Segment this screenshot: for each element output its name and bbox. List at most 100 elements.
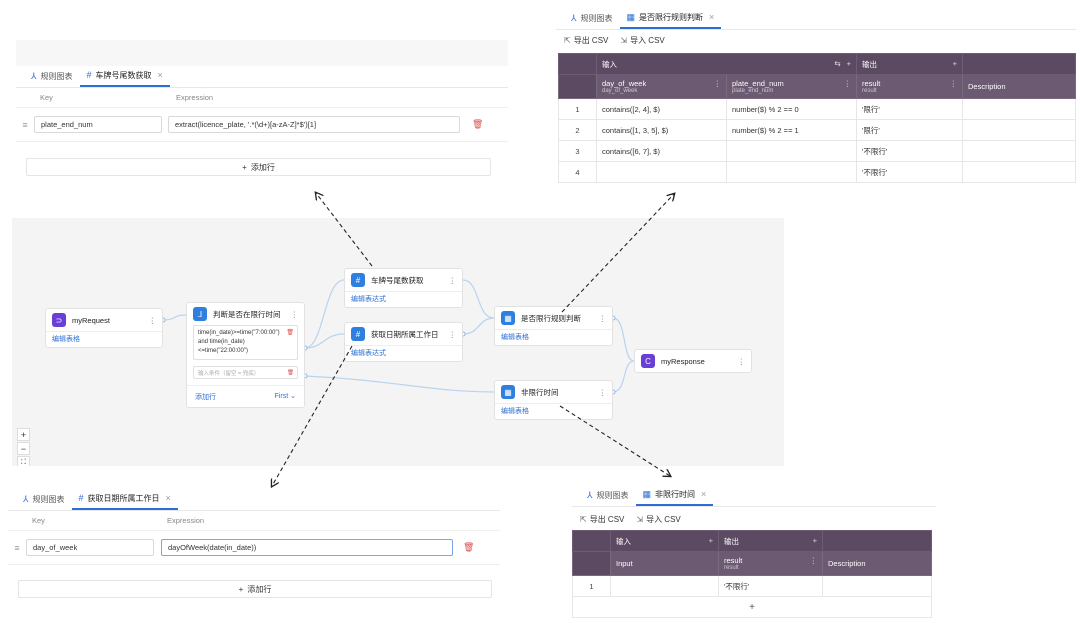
key-input[interactable]: plate_end_num	[34, 116, 162, 133]
table-cell[interactable]: '不限行'	[856, 140, 963, 162]
expression-row: ≡ day_of_week dayOfWeek(date(in_date)) 🗑	[8, 531, 500, 565]
node-limit-table[interactable]: ▦是否限行规则判断⋮ 编辑表格	[494, 306, 613, 346]
close-icon[interactable]: ×	[165, 493, 171, 503]
column-header[interactable]: Description	[962, 74, 1076, 99]
table-cell[interactable]	[962, 161, 1076, 183]
tab-weekday-expression[interactable]: #获取日期所属工作日×	[71, 488, 178, 510]
more-icon[interactable]: ⋮	[737, 356, 746, 366]
export-csv-button[interactable]: ⇱导出 CSV	[580, 514, 625, 524]
more-icon[interactable]: ⋮	[598, 313, 607, 323]
table-cell[interactable]	[610, 575, 719, 597]
table-cell[interactable]	[962, 119, 1076, 141]
add-input-icon[interactable]: +	[708, 535, 713, 545]
tab-rule-graph[interactable]: ⅄规则图表	[571, 12, 613, 23]
fit-view-icon[interactable]: ⛶	[17, 456, 30, 466]
drag-handle-icon[interactable]: ≡	[22, 119, 28, 130]
tab-rule-graph[interactable]: ⅄规则图表	[23, 493, 65, 504]
add-output-icon[interactable]: +	[812, 535, 817, 545]
table-cell[interactable]	[962, 140, 1076, 162]
condition-input[interactable]: time(in_date)>=time("7:00:00") and time(…	[193, 325, 298, 360]
node-switch-time[interactable]: ⅃判断是否在限行时间⋮ time(in_date)>=time("7:00:00…	[186, 302, 305, 408]
table-cell[interactable]: '不限行'	[856, 161, 963, 183]
tab-limit-table[interactable]: ▦是否限行规则判断×	[619, 7, 722, 29]
column-header[interactable]: Input	[610, 551, 719, 576]
add-output-icon[interactable]: +	[952, 58, 957, 68]
node-weekday-expression[interactable]: #获取日期所属工作日⋮ 编辑表达式	[344, 322, 463, 362]
edit-table-link[interactable]: 编辑表格	[495, 403, 612, 417]
table-cell[interactable]: contains([2, 4], $)	[596, 98, 727, 120]
weekday-tabs: ⅄规则图表 #获取日期所属工作日×	[8, 489, 500, 511]
more-icon[interactable]: ⋮	[148, 315, 157, 325]
condition-fallback-input[interactable]: 输入条件（留空 = 兜底） 🗑	[193, 366, 298, 379]
edit-table-link[interactable]: 编辑表格	[495, 329, 612, 343]
edit-expression-link[interactable]: 编辑表达式	[345, 291, 462, 305]
drag-handle-icon[interactable]: ≡	[14, 542, 20, 553]
table-cell[interactable]	[822, 575, 932, 597]
trash-icon[interactable]: 🗑	[287, 369, 294, 376]
expression-input[interactable]: dayOfWeek(date(in_date))	[161, 539, 453, 556]
table-cell[interactable]	[726, 140, 857, 162]
trash-icon[interactable]: 🗑	[463, 542, 475, 552]
node-my-request[interactable]: ⊃myRequest⋮ 编辑表格	[45, 308, 163, 348]
rule-graph-canvas[interactable]: ⊃myRequest⋮ 编辑表格 ⅃判断是否在限行时间⋮ time(in_dat…	[12, 218, 784, 466]
add-row-button[interactable]: +添加行	[18, 580, 492, 598]
add-row-button[interactable]: +	[572, 596, 932, 618]
more-icon[interactable]: ⋮	[290, 309, 299, 319]
swap-icon[interactable]: ⇆	[834, 58, 841, 68]
graph-icon: ⅄	[587, 489, 593, 500]
more-icon[interactable]: ⋮	[448, 275, 457, 285]
node-plate-expression[interactable]: #车牌号尾数获取⋮ 编辑表达式	[344, 268, 463, 308]
tab-rule-graph[interactable]: ⅄规则图表	[31, 70, 73, 81]
table-cell[interactable]: '限行'	[856, 98, 963, 120]
close-icon[interactable]: ×	[709, 12, 715, 22]
key-input[interactable]: day_of_week	[26, 539, 154, 556]
edit-table-link[interactable]: 编辑表格	[46, 331, 162, 345]
more-icon[interactable]: ⋮	[713, 79, 722, 88]
more-icon[interactable]: ⋮	[949, 79, 958, 88]
import-csv-button[interactable]: ⇲导入 CSV	[620, 35, 665, 45]
add-input-icon[interactable]: +	[846, 58, 851, 68]
add-row-bar: +	[572, 596, 932, 618]
table-cell[interactable]: contains([1, 3, 5], $)	[596, 119, 727, 141]
table-cell[interactable]	[596, 161, 727, 183]
import-csv-button[interactable]: ⇲导入 CSV	[636, 514, 681, 524]
more-icon[interactable]: ⋮	[843, 79, 852, 88]
nolimit-table-panel: ⅄规则图表 ▦非限行时间× ⇱导出 CSV ⇲导入 CSV 输入+ 输出+ In…	[572, 485, 936, 629]
node-nolimit-table[interactable]: ▦非限行时间⋮ 编辑表格	[494, 380, 613, 420]
add-condition-button[interactable]: 添加行	[195, 394, 216, 401]
more-icon[interactable]: ⋮	[809, 556, 818, 565]
column-header[interactable]: Description	[822, 551, 932, 576]
edge	[304, 279, 345, 349]
table-cell[interactable]	[726, 161, 857, 183]
edit-expression-link[interactable]: 编辑表达式	[345, 345, 462, 359]
zoom-in-button[interactable]: +	[17, 428, 30, 441]
table-cell[interactable]: contains([6, 7], $)	[596, 140, 727, 162]
table-cell[interactable]: number($) % 2 == 0	[726, 98, 857, 120]
add-row-button[interactable]: +添加行	[26, 158, 491, 176]
tab-rule-graph[interactable]: ⅄规则图表	[587, 489, 629, 500]
trash-icon[interactable]: 🗑	[286, 330, 294, 336]
expression-input[interactable]: extract(licence_plate, '.*(\d+)[a-zA-Z]*…	[168, 116, 460, 133]
trash-icon[interactable]: 🗑	[472, 119, 484, 129]
hit-policy-select[interactable]: First ⌄	[274, 393, 296, 400]
tab-plate-expression[interactable]: #车牌号尾数获取×	[79, 65, 170, 87]
graph-icon: ⅄	[571, 12, 577, 23]
export-csv-button[interactable]: ⇱导出 CSV	[564, 35, 609, 45]
close-icon[interactable]: ×	[701, 489, 707, 499]
table-cell[interactable]	[962, 98, 1076, 120]
zoom-out-button[interactable]: −	[17, 442, 30, 455]
more-icon[interactable]: ⋮	[448, 329, 457, 339]
close-icon[interactable]: ×	[157, 70, 163, 80]
tab-nolimit-table[interactable]: ▦非限行时间×	[635, 484, 714, 506]
table-cell[interactable]: '不限行'	[718, 575, 823, 597]
table-cell[interactable]: number($) % 2 == 1	[726, 119, 857, 141]
expression-row: ≡ plate_end_num extract(licence_plate, '…	[16, 108, 508, 142]
table-cell[interactable]: '限行'	[856, 119, 963, 141]
more-icon[interactable]: ⋮	[598, 387, 607, 397]
